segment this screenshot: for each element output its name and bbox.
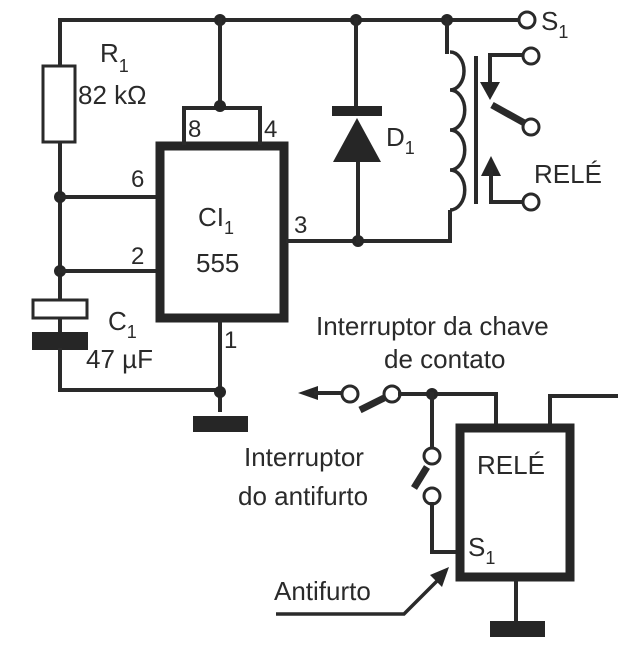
s1-label: S1 (541, 6, 568, 42)
relay-terminal-com (521, 117, 541, 137)
junction-dot (214, 100, 226, 112)
alarm-terminal (422, 486, 442, 506)
relay-box (455, 423, 575, 582)
relay-label: RELÉ (534, 159, 602, 189)
ic-value: 555 (196, 248, 239, 278)
output-arrow (298, 386, 318, 400)
relay-contact-wire (488, 53, 532, 90)
alarm-switch-label-line1: Interruptor (244, 442, 364, 472)
s1-terminal (517, 10, 537, 30)
relay-box-s1-label: S1 (468, 532, 495, 568)
relay-box-top-wire (548, 394, 618, 426)
alarm-to-s1-wire (430, 502, 460, 554)
c1-value: 47 µF (86, 344, 153, 374)
alarm-switch-label-line2: do antifurto (238, 481, 368, 511)
ground-symbol (490, 621, 545, 637)
ignition-to-relay-wire (398, 392, 498, 426)
junction-dot (214, 386, 226, 398)
d1-ref: D1 (386, 122, 415, 158)
ic-ref: CI1 (198, 202, 234, 238)
antitheft-arrow-line (276, 576, 442, 616)
relay-switch-arm (490, 101, 530, 129)
ignition-switch-label-line2: de contato (384, 344, 505, 374)
pin-4-label: 4 (264, 116, 277, 143)
pin-2-label: 2 (131, 243, 144, 270)
alarm-terminal (422, 446, 442, 466)
alarm-switch-arm (411, 465, 430, 490)
relay-arrow-up (481, 156, 501, 176)
relay-terminal-no (521, 46, 541, 66)
diode-d1-triangle (333, 118, 381, 162)
relay-coil (449, 50, 467, 212)
pin-3-label: 3 (294, 212, 307, 239)
ignition-terminal (382, 384, 402, 404)
ground-symbol (193, 416, 248, 432)
c1-ground-wire (58, 348, 222, 392)
antitheft-label: Antifurto (274, 576, 371, 606)
pin3-output-wire (286, 210, 452, 243)
relay-arrow-down (480, 82, 500, 100)
relay-terminal-nc (521, 192, 541, 212)
relay-box-label: RELÉ (477, 450, 545, 480)
pin-1-label: 1 (224, 327, 237, 354)
pin-8-label: 8 (188, 116, 201, 143)
resistor-r1 (41, 64, 77, 144)
c1-ref: C1 (108, 306, 137, 342)
capacitor-c1-plate (31, 298, 89, 320)
d1-wire (354, 18, 360, 243)
ignition-switch-label-line1: Interruptor da chave (316, 311, 549, 341)
antitheft-arrow-head (430, 567, 449, 587)
diode-d1-bar (332, 106, 382, 116)
r1-ref: R1 (100, 38, 129, 76)
pin-6-label: 6 (131, 166, 144, 193)
ignition-terminal (340, 384, 360, 404)
relay-contact-wire (489, 170, 525, 204)
r1-value: 82 kΩ (78, 80, 147, 110)
ignition-switch-arm (358, 394, 386, 414)
capacitor-c1-plate-negative (32, 332, 88, 350)
ic-555-body (155, 141, 289, 323)
